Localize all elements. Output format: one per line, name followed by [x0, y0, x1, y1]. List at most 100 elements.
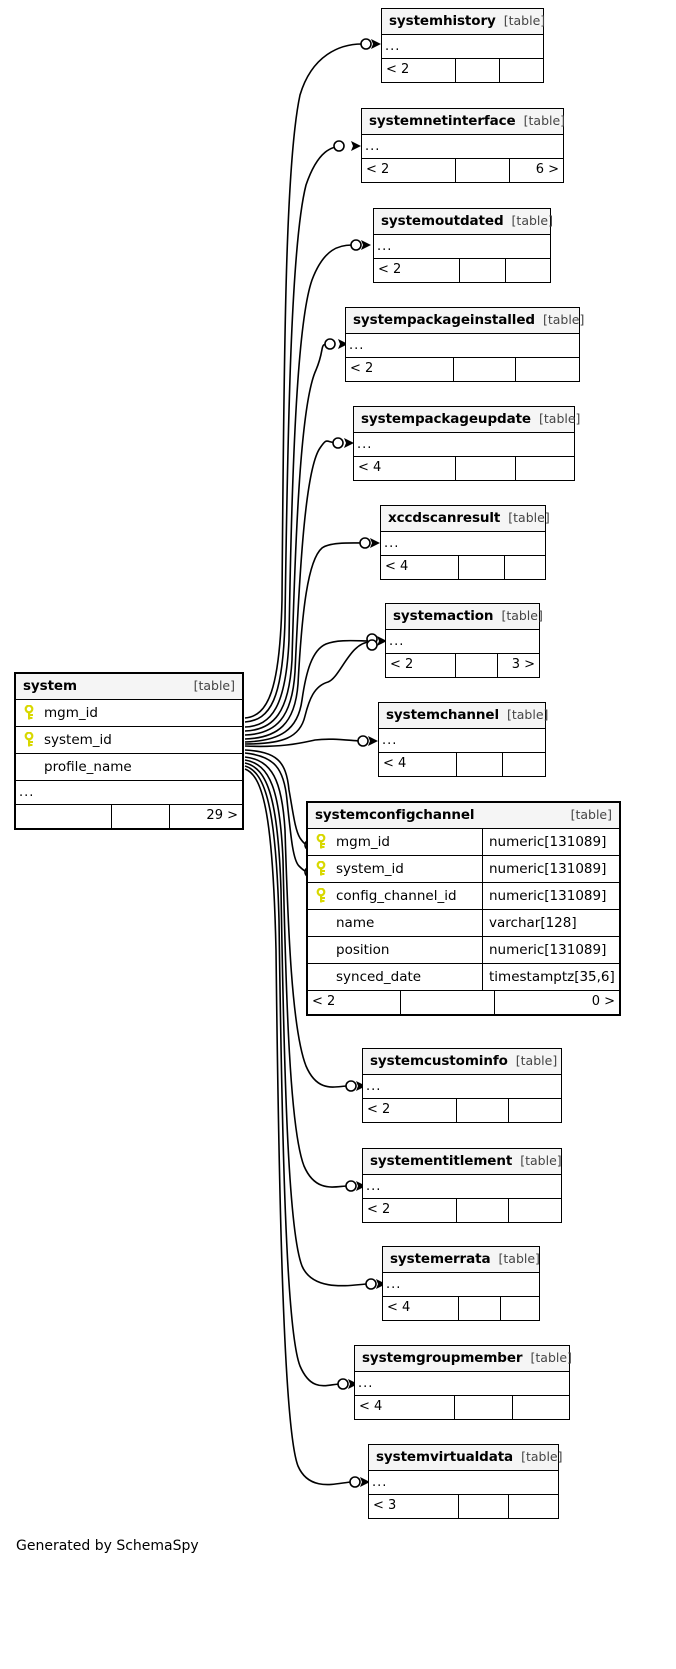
footer-mid: [112, 805, 170, 828]
table-footer: < 2: [374, 259, 550, 282]
footer-child-count: [509, 1495, 558, 1518]
column-row-system-id[interactable]: system_id: [16, 727, 242, 754]
more-columns-ellipsis: ...: [369, 1471, 558, 1495]
column-row-name[interactable]: name varchar[128]: [308, 910, 619, 937]
footer-child-count: 3 >: [511, 657, 535, 672]
table-node-xccdscanresult[interactable]: xccdscanresult [table] ... < 4: [380, 505, 550, 580]
table-header-systemcustominfo: systemcustominfo [table]: [363, 1049, 561, 1075]
table-node-systemgroupmember[interactable]: systemgroupmember [table] ... < 4: [354, 1345, 572, 1420]
footer-child-count: [516, 358, 579, 381]
column-row-profile-name[interactable]: profile_name: [16, 754, 242, 781]
footer-mid: [459, 556, 505, 579]
column-name: system_id: [336, 861, 404, 877]
table-node-systempackageinstalled[interactable]: systempackageinstalled [table] ... < 2: [345, 307, 584, 382]
table-header-systemerrata: systemerrata [table]: [383, 1247, 540, 1273]
column-row-mgm-id[interactable]: mgm_id numeric[131089]: [308, 829, 619, 856]
primary-key-icon: [308, 861, 334, 877]
footer-child-count: [505, 556, 545, 579]
primary-key-icon: [16, 732, 42, 748]
table-footer: < 3: [369, 1495, 558, 1518]
footer-mid: [456, 457, 516, 480]
table-header-xccdscanresult: xccdscanresult [table]: [381, 506, 550, 532]
footer-parent-count: [16, 805, 112, 828]
more-columns-ellipsis: ...: [382, 35, 543, 59]
table-node-systempackageupdate[interactable]: systempackageupdate [table] ... < 4: [353, 406, 580, 481]
footer-mid: [460, 259, 506, 282]
footer-parent-count: < 4: [383, 1297, 459, 1320]
table-footer-systemconfigchannel: < 2 0 >: [308, 991, 619, 1014]
footer-parent-count: < 2: [386, 654, 456, 677]
table-footer: < 2: [346, 358, 579, 381]
table-tag: [table]: [193, 678, 235, 693]
column-row-mgm-id[interactable]: mgm_id: [16, 700, 242, 727]
table-name: systemhistory: [389, 13, 496, 29]
table-tag: [table]: [521, 1449, 563, 1464]
footer-mid: [401, 991, 495, 1014]
footer-child-count: [503, 753, 545, 776]
column-type: varchar[128]: [482, 910, 619, 936]
table-node-systemvirtualdata[interactable]: systemvirtualdata [table] ... < 3: [368, 1444, 563, 1519]
more-columns-ellipsis: ...: [346, 334, 579, 358]
table-name: systemchannel: [386, 707, 499, 723]
table-header-systemvirtualdata: systemvirtualdata [table]: [369, 1445, 563, 1471]
footer-parent-count: < 2: [362, 159, 456, 182]
table-node-systemoutdated[interactable]: systemoutdated [table] ... < 2: [373, 208, 553, 283]
footer-mid: [454, 358, 516, 381]
table-tag: [table]: [570, 807, 612, 822]
table-name: systemaction: [393, 608, 494, 624]
table-node-systemconfigchannel[interactable]: systemconfigchannel [table] mgm_id numer…: [306, 801, 621, 1016]
table-name: systemconfigchannel: [315, 807, 475, 823]
table-tag: [table]: [498, 1251, 540, 1266]
table-tag: [table]: [520, 1153, 562, 1168]
table-name: systemnetinterface: [369, 113, 516, 129]
table-node-systementitlement[interactable]: systementitlement [table] ... < 2: [362, 1148, 562, 1223]
footer-child-count: [500, 59, 543, 82]
table-node-systemaction[interactable]: systemaction [table] ... < 2 3 >: [385, 603, 543, 678]
column-name: config_channel_id: [336, 888, 457, 904]
table-tag: [table]: [515, 1053, 558, 1068]
table-footer: < 4: [354, 457, 574, 480]
column-name: position: [336, 942, 390, 958]
table-footer: < 2 3 >: [386, 654, 539, 677]
footer-parent-count: < 3: [369, 1495, 459, 1518]
table-node-systemnetinterface[interactable]: systemnetinterface [table] ... < 2 6 >: [361, 108, 565, 183]
column-row-system-id[interactable]: system_id numeric[131089]: [308, 856, 619, 883]
table-header-systemoutdated: systemoutdated [table]: [374, 209, 553, 235]
table-header-systemconfigchannel: systemconfigchannel [table]: [308, 803, 619, 829]
table-node-systemerrata[interactable]: systemerrata [table] ... < 4: [382, 1246, 540, 1321]
table-tag: [table]: [508, 510, 550, 525]
more-columns-ellipsis: ...: [381, 532, 545, 556]
column-row-position[interactable]: position numeric[131089]: [308, 937, 619, 964]
column-type: numeric[131089]: [482, 937, 619, 963]
footer-mid: [455, 1396, 513, 1419]
table-node-systemchannel[interactable]: systemchannel [table] ... < 4: [378, 702, 548, 777]
footer-parent-count: < 2: [382, 59, 456, 82]
footer-child-count: [516, 457, 574, 480]
table-node-systemhistory[interactable]: systemhistory [table] ... < 2: [381, 8, 545, 83]
footer-parent-count: < 2: [363, 1099, 457, 1122]
table-tag: [table]: [530, 1350, 572, 1365]
footer-mid: [459, 1297, 501, 1320]
table-name: systemvirtualdata: [376, 1449, 514, 1465]
more-columns-ellipsis: ...: [362, 135, 563, 159]
footer-mid: [457, 1199, 509, 1222]
table-header-systempackageinstalled: systempackageinstalled [table]: [346, 308, 584, 334]
table-footer: < 4: [383, 1297, 539, 1320]
generated-by-note: Generated by SchemaSpy: [16, 1538, 199, 1554]
column-row-synced-date[interactable]: synced_date timestamptz[35,6]: [308, 964, 619, 991]
column-type: numeric[131089]: [482, 856, 619, 882]
table-footer: < 2: [382, 59, 543, 82]
table-name: systementitlement: [370, 1153, 513, 1169]
table-node-system[interactable]: system [table] mgm_id: [14, 672, 244, 830]
table-header-systemgroupmember: systemgroupmember [table]: [355, 1346, 572, 1372]
footer-parent-count: < 4: [354, 457, 456, 480]
footer-parent-count: < 2: [363, 1199, 457, 1222]
more-columns-ellipsis: ...: [363, 1175, 561, 1199]
footer-parent-count: < 4: [381, 556, 459, 579]
more-columns-ellipsis: ...: [374, 235, 550, 259]
footer-mid: [456, 159, 510, 182]
column-row-config-channel-id[interactable]: config_channel_id numeric[131089]: [308, 883, 619, 910]
table-name: systempackageupdate: [361, 411, 531, 427]
column-name: system_id: [44, 732, 112, 748]
table-node-systemcustominfo[interactable]: systemcustominfo [table] ... < 2: [362, 1048, 562, 1123]
